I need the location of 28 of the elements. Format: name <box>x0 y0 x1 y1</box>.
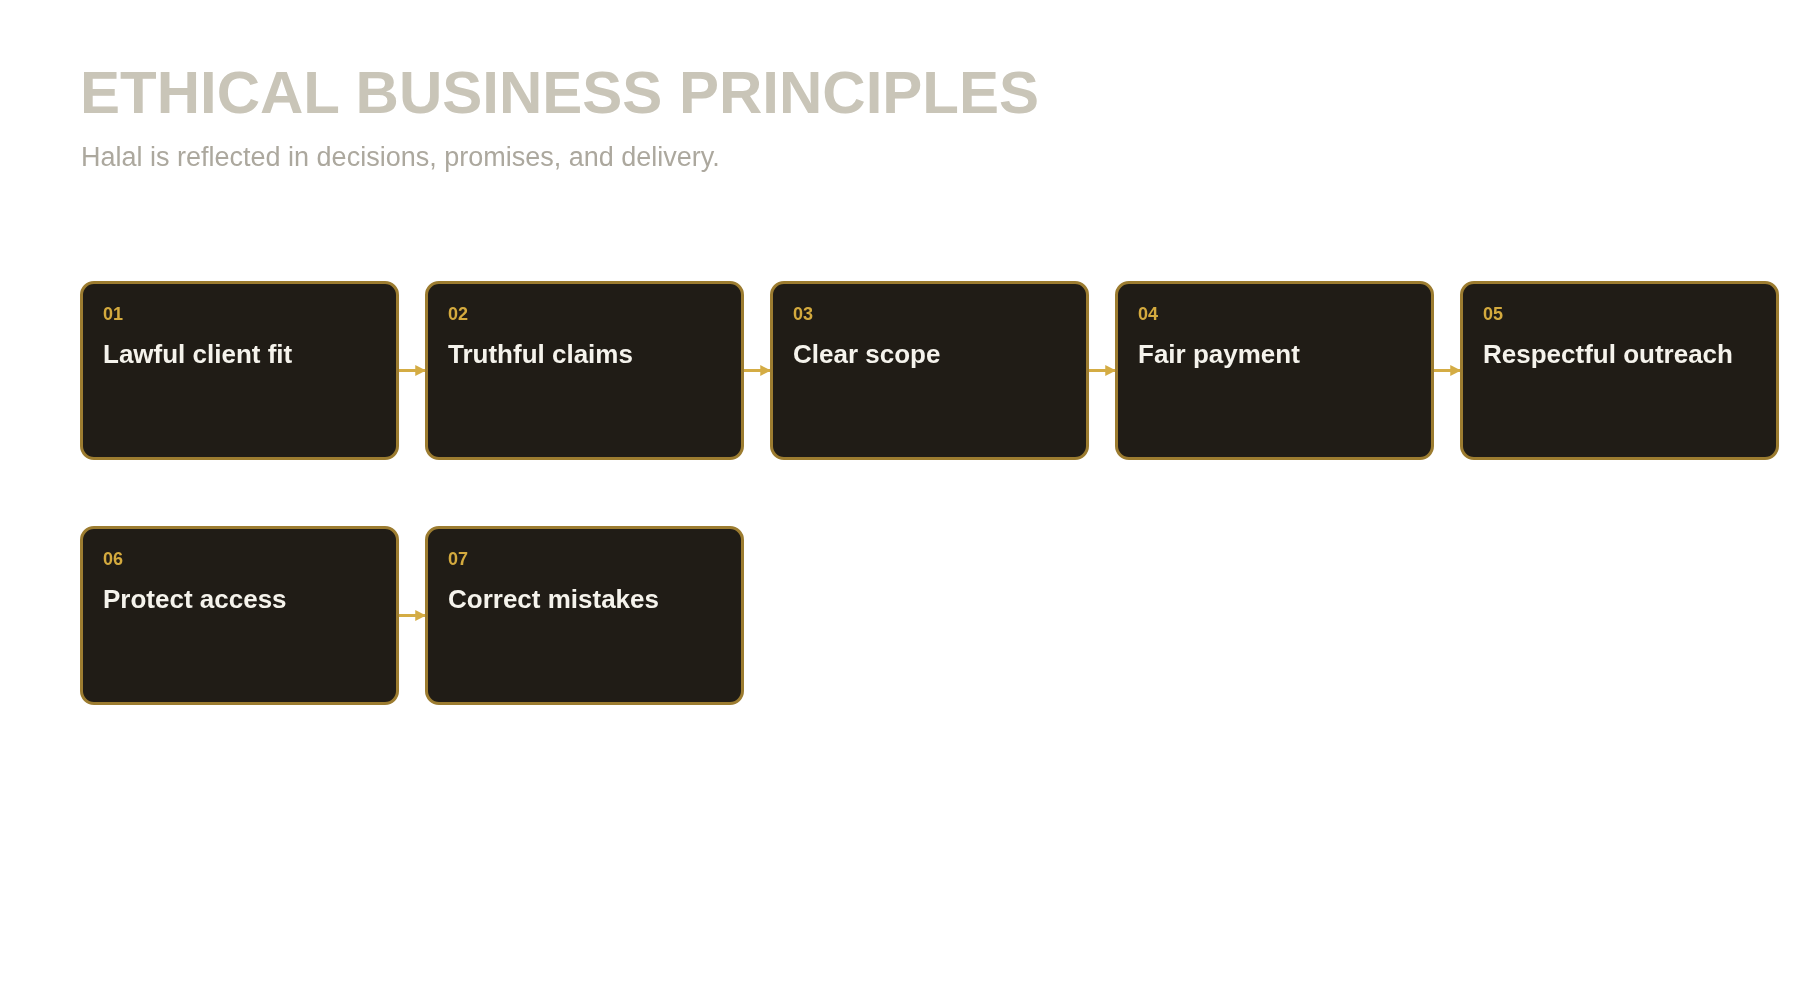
step-number: 03 <box>793 304 815 325</box>
step-title: Respectful outreach <box>1483 339 1734 371</box>
step-number: 01 <box>103 304 125 325</box>
step-card <box>80 281 399 460</box>
step-card <box>1115 281 1434 460</box>
arrow <box>744 365 772 376</box>
step-number: 02 <box>448 304 470 325</box>
step-number: 05 <box>1483 304 1505 325</box>
diagram-title: ETHICAL BUSINESS PRINCIPLES <box>80 58 1040 127</box>
step-card <box>1460 281 1779 460</box>
subtitle: Halal is reflected in decisions, promises, and delivery. <box>81 142 720 173</box>
step-title: Truthful claims <box>448 339 634 371</box>
step-card <box>770 281 1089 460</box>
arrow <box>399 610 427 621</box>
step-title: Protect access <box>103 584 288 616</box>
step-number: 07 <box>448 549 470 570</box>
step-title: Correct mistakes <box>448 584 660 616</box>
step-number: 04 <box>1138 304 1160 325</box>
step-title: Clear scope <box>793 339 942 371</box>
arrow <box>1089 365 1117 376</box>
step-title: Lawful client fit <box>103 339 294 371</box>
step-card <box>425 526 744 705</box>
step-title: Fair payment <box>1138 339 1301 371</box>
arrow <box>399 365 427 376</box>
step-card <box>80 526 399 705</box>
step-number: 06 <box>103 549 125 570</box>
arrow <box>1434 365 1462 376</box>
step-card <box>425 281 744 460</box>
